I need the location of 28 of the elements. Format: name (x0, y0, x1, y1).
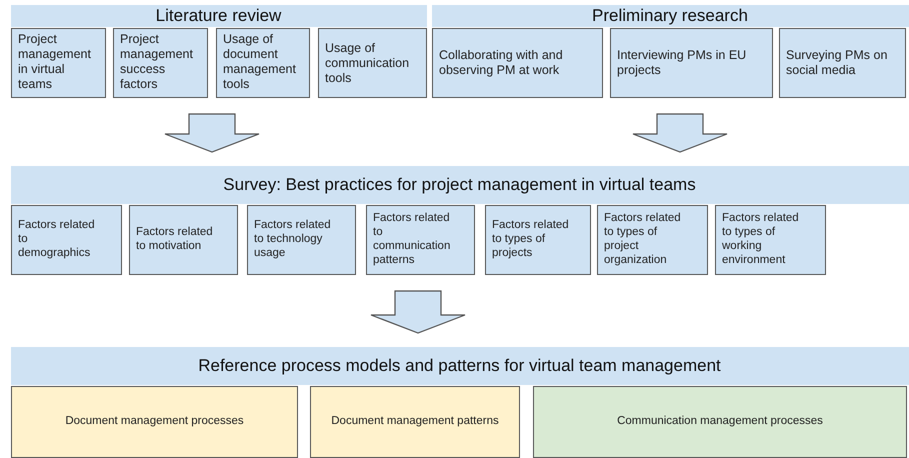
topic-box: Usage of document management tools (216, 28, 310, 98)
section-band (10, 347, 909, 458)
section-band (10, 5, 427, 100)
section-band (431, 5, 909, 100)
topic-box: Surveying PMs on social media (779, 28, 906, 98)
topic-box: Project management in virtual teams (11, 28, 106, 98)
section-title: Preliminary research (591, 5, 749, 27)
section-band (10, 166, 909, 277)
topic-box: Collaborating with and observing PM at work (432, 28, 603, 98)
section-title: Literature review (154, 5, 282, 27)
block-arrow (164, 113, 260, 153)
topic-box: Factors related to types of working environment (715, 205, 826, 275)
block-arrow (370, 290, 466, 334)
topic-box: Factors related to types of project organization (597, 205, 708, 275)
topic-box: Factors related to demographics (11, 205, 122, 275)
topic-box: Interviewing PMs in EU projects (610, 28, 773, 98)
topic-box: Communication management processes (533, 386, 907, 458)
topic-box: Factors related to communication patterns (366, 205, 475, 275)
block-arrow (632, 113, 728, 153)
topic-box: Usage of communication tools (318, 28, 427, 98)
topic-box: Factors related to types of projects (485, 205, 591, 275)
topic-box: Factors related to motivation (129, 205, 238, 275)
topic-box: Project management success factors (113, 28, 208, 98)
topic-box: Document management processes (11, 386, 298, 458)
topic-box: Factors related to technology usage (247, 205, 356, 275)
section-title: Survey: Best practices for project management in virtual teams (222, 174, 697, 196)
section-title: Reference process models and patterns for virtual team management (197, 355, 722, 377)
topic-box: Document management patterns (310, 386, 520, 458)
